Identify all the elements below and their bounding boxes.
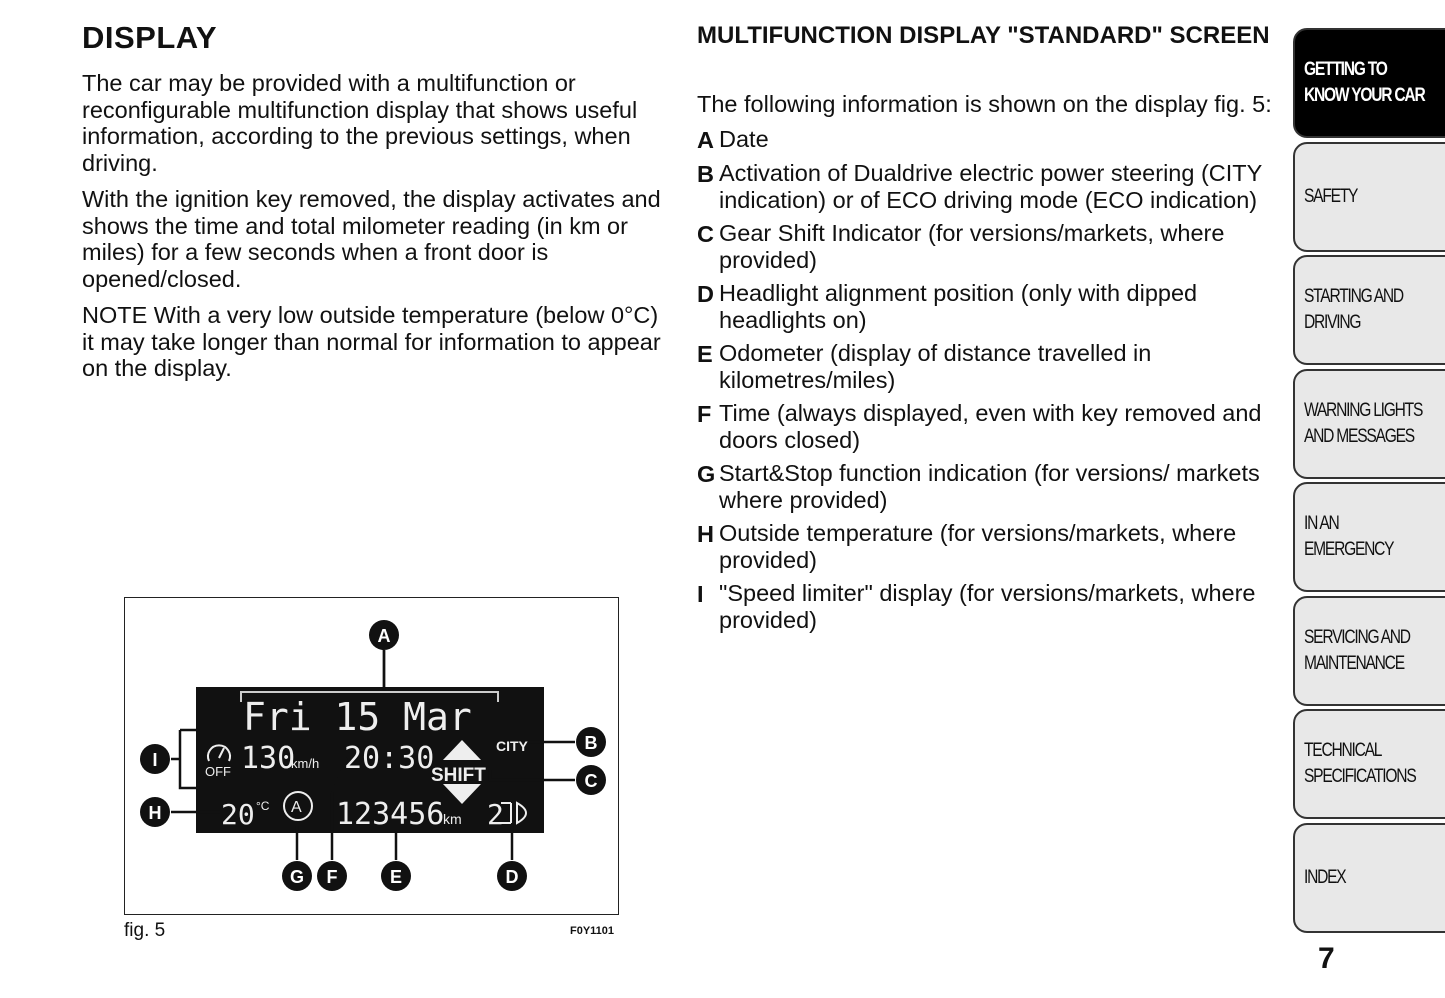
item-text: Gear Shift Indicator (for versions/marke… <box>719 220 1225 273</box>
display-temp-unit: °C <box>256 799 270 813</box>
chapter-tab[interactable]: IN AN EMERGENCY <box>1293 482 1445 592</box>
item-key: I <box>697 581 704 607</box>
item-key: D <box>697 281 714 307</box>
item-text: "Speed limiter" display (for versions/ma… <box>719 580 1256 633</box>
display-description: The car may be provided with a multifunc… <box>82 70 667 392</box>
display-speed-unit: km/h <box>291 756 319 771</box>
item-text: Headlight alignment position (only with … <box>719 280 1198 333</box>
display-odo-unit: km <box>443 811 462 827</box>
shift-arrows-icon <box>443 740 481 804</box>
paragraph: With the ignition key removed, the displ… <box>82 186 661 292</box>
item-key: B <box>697 161 714 187</box>
item-key: H <box>697 521 714 547</box>
chapter-tab[interactable]: TECHNICAL SPECIFICATIONS <box>1293 709 1445 819</box>
item-key: A <box>697 126 714 153</box>
display-city: CITY <box>496 738 529 754</box>
tab-label: IN AN EMERGENCY <box>1304 513 1395 560</box>
display-date: Fri 15 Mar <box>243 695 472 739</box>
callout-f: F <box>327 867 338 887</box>
chapter-tab[interactable]: STARTING AND DRIVING <box>1293 255 1445 365</box>
item-text: Time (always displayed, even with key re… <box>719 400 1262 453</box>
item-text: Activation of Dualdrive electric power s… <box>719 160 1262 213</box>
item-key: C <box>697 221 714 247</box>
callout-c: C <box>585 771 598 791</box>
tab-label: WARNING LIGHTS AND MESSAGES <box>1304 399 1423 447</box>
callouts <box>140 620 606 891</box>
section-title: DISPLAY <box>82 20 218 55</box>
tab-label: GETTING TO KNOW YOUR CAR <box>1304 59 1426 106</box>
display-temp: 20 <box>221 798 255 831</box>
tab-label: INDEX <box>1304 866 1347 888</box>
display-info-list: The following information is shown on th… <box>697 91 1275 640</box>
figure-5: Fri 15 Mar 130 km/h OFF 20:30 CITY SHIFT… <box>124 597 619 915</box>
display-off: OFF <box>205 764 231 779</box>
display-shift: SHIFT <box>431 765 486 786</box>
chapter-tab[interactable]: GETTING TO KNOW YOUR CAR <box>1293 28 1445 138</box>
callout-d: D <box>506 867 519 887</box>
headlight-icon <box>501 801 527 825</box>
chapter-tab[interactable]: INDEX <box>1293 822 1445 933</box>
callout-a: A <box>378 626 391 646</box>
tab-label: TECHNICAL SPECIFICATIONS <box>1304 740 1417 787</box>
svg-text:A: A <box>291 799 302 816</box>
item-text: Outside temperature (for versions/market… <box>719 520 1237 573</box>
display-headlight-level: 2 <box>487 798 504 831</box>
item-key: F <box>697 401 712 427</box>
figure-caption: fig. 5 <box>124 920 166 941</box>
callout-e: E <box>390 867 402 887</box>
figure-code: F0Y1101 <box>570 925 615 937</box>
callout-g: G <box>290 867 304 887</box>
callout-b: B <box>585 733 598 753</box>
intro: The following information is shown on th… <box>697 91 1272 117</box>
callout-i: I <box>152 750 157 770</box>
list-item: F Time (always displayed, even with key r… <box>697 400 1275 453</box>
subsection-title: MULTIFUNCTION DISPLAY "STANDARD" SCREEN <box>697 22 1270 49</box>
display-time: 20:30 <box>344 741 434 776</box>
display-odometer: 123456 <box>336 797 444 832</box>
start-stop-icon: A <box>283 791 313 821</box>
chapter-tab[interactable]: SERVICING AND MAINTENANCE <box>1293 595 1445 706</box>
paragraph: The car may be provided with a multifunc… <box>82 70 638 176</box>
item-text: Start&Stop function indication (for vers… <box>719 460 1260 513</box>
item-key: G <box>697 461 716 487</box>
page-number: 7 <box>1318 942 1335 975</box>
callout-h: H <box>149 803 162 823</box>
tab-label: SAFETY <box>1304 185 1358 207</box>
item-text: Odometer (display of distance travelled … <box>719 340 1152 393</box>
display-speed: 130 <box>241 741 295 776</box>
list-item: I "Speed limiter" display (for versions/m… <box>697 580 1275 633</box>
item-key: E <box>697 341 713 367</box>
tab-label: SERVICING AND MAINTENANCE <box>1304 626 1411 674</box>
item-text: Date <box>719 125 769 152</box>
speedometer-icon <box>207 744 231 762</box>
chapter-tab[interactable]: WARNING LIGHTS AND MESSAGES <box>1293 368 1445 479</box>
chapter-tab[interactable]: SAFETY <box>1293 141 1445 252</box>
tab-label: STARTING AND DRIVING <box>1304 286 1404 333</box>
display-screen <box>196 687 544 833</box>
note-paragraph: NOTE With a very low outside temperature… <box>82 302 661 381</box>
